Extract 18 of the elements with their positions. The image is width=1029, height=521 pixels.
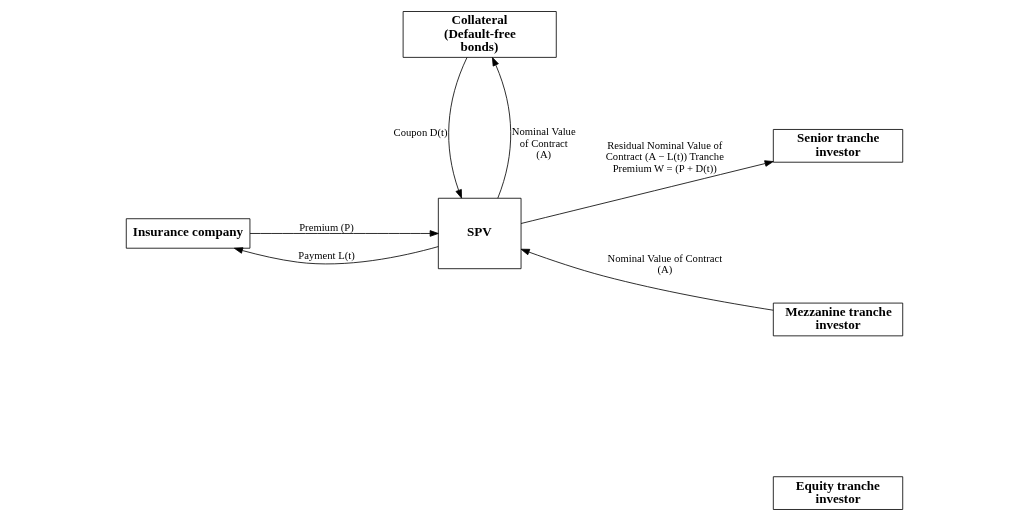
node-box: Insurance company bbox=[125, 218, 251, 249]
node-box: Equity tranche investor bbox=[772, 476, 904, 510]
arrow bbox=[233, 246, 439, 265]
arrow bbox=[448, 57, 468, 199]
arrow bbox=[520, 160, 774, 224]
edge-label: Nominal Value of Contract (A) bbox=[511, 126, 576, 161]
edge-label: Nominal Value of Contract (A) bbox=[607, 252, 723, 276]
node-box: Collateral (Default-free bonds) bbox=[402, 11, 557, 58]
node-box: SPV bbox=[437, 197, 522, 270]
node-box: Senior tranche investor bbox=[772, 129, 904, 163]
edge-label: Payment L(t) bbox=[298, 250, 355, 262]
node-box: Mezzanine tranche investor bbox=[772, 302, 904, 337]
edge-label: Premium (P) bbox=[299, 221, 354, 233]
edge-label: Coupon D(t) bbox=[393, 126, 448, 138]
arrow bbox=[249, 230, 439, 237]
arrow bbox=[520, 248, 774, 311]
arrow bbox=[491, 57, 512, 199]
edge-label: Residual Nominal Value of Contract (A − L(t)) Tranche Premium W = (P + D(t)) bbox=[605, 139, 724, 174]
